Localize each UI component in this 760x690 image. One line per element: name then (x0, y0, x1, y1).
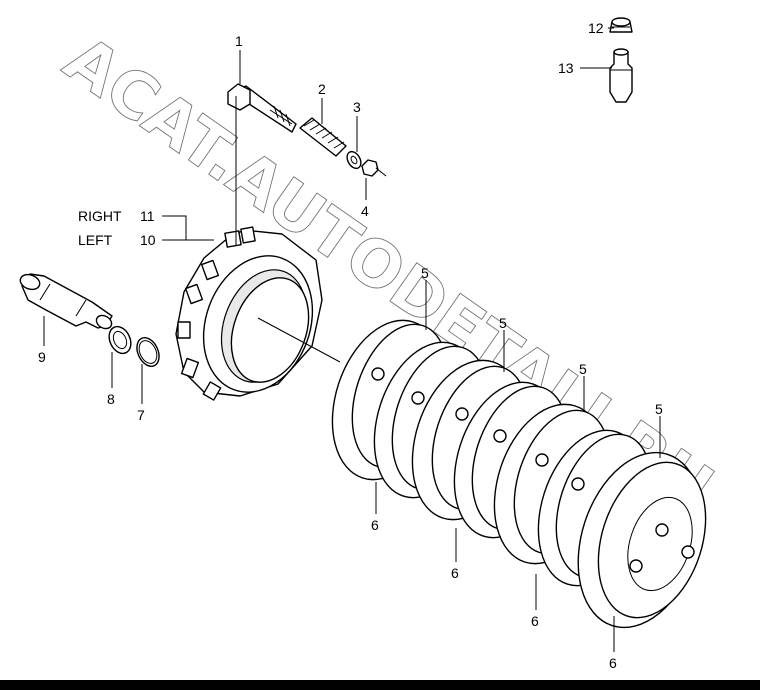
part-5-6-disc-stack (331, 319, 707, 629)
part-3-washer (346, 150, 362, 170)
callout-2: 2 (318, 81, 326, 97)
part-12-cap (609, 17, 633, 33)
callout-1: 1 (235, 33, 243, 49)
label-right: RIGHT (78, 208, 122, 224)
part-10-11-carrier (175, 226, 323, 401)
part-2-spring (299, 117, 347, 157)
callout-5c: 5 (579, 361, 587, 377)
bottom-border (0, 680, 760, 690)
callout-6c: 6 (531, 613, 539, 629)
callout-5a: 5 (421, 265, 429, 281)
callout-13: 13 (558, 60, 574, 76)
callout-5d: 5 (655, 401, 663, 417)
callout-labels: 1 2 3 4 5 5 5 5 6 6 6 6 7 8 9 10 11 12 1… (38, 20, 663, 671)
part-4-nut (361, 159, 387, 177)
callout-12: 12 (588, 20, 604, 36)
callout-6d: 6 (609, 655, 617, 671)
part-1-bolt (227, 83, 297, 133)
callout-5b: 5 (499, 315, 507, 331)
leader-lines (43, 27, 661, 652)
part-13-pin (609, 48, 633, 103)
callout-6b: 6 (451, 565, 459, 581)
callout-4: 4 (361, 203, 369, 219)
part-8-washer (108, 325, 132, 355)
label-left: LEFT (78, 232, 113, 248)
callout-11: 11 (140, 208, 155, 224)
callout-10: 10 (140, 232, 156, 248)
callout-9: 9 (38, 349, 46, 365)
part-9-shaft (19, 273, 113, 330)
part-7-oring (136, 337, 160, 367)
callout-6a: 6 (371, 517, 379, 533)
callout-8: 8 (107, 391, 115, 407)
callout-7: 7 (137, 407, 145, 423)
callout-3: 3 (353, 99, 361, 115)
